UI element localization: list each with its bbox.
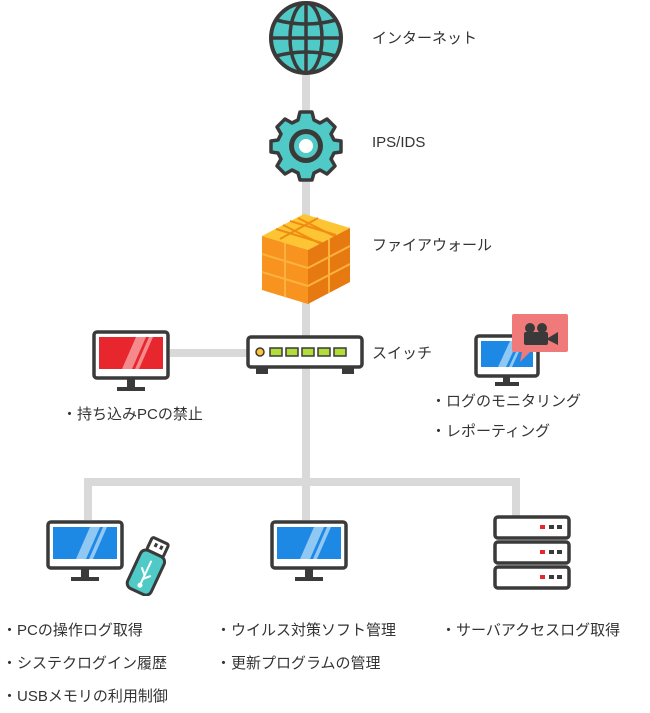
switch-label: スイッチ xyxy=(372,345,433,362)
monitoring-line-1: ・ログのモニタリング xyxy=(431,393,582,410)
monitor-icon xyxy=(270,520,348,581)
monitor-camera-icon xyxy=(474,314,568,386)
ips-label: IPS/IDS xyxy=(372,134,426,151)
endpoint1-line-2: ・システクログイン履歴 xyxy=(2,655,168,672)
monitor-usb-icon xyxy=(46,520,170,596)
network-switch-icon xyxy=(246,335,364,374)
blocked-pc-caption: ・持ち込みPCの禁止 xyxy=(62,406,203,423)
endpoint2-line-2: ・更新プログラムの管理 xyxy=(216,655,381,672)
endpoint1-line-3: ・USBメモリの利用制御 xyxy=(2,688,168,705)
firewall-bricks-icon xyxy=(261,214,351,304)
firewall-label: ファイアウォール xyxy=(372,237,493,254)
server-rack-icon xyxy=(493,515,571,590)
gear-icon xyxy=(269,110,343,182)
endpoint1-line-1: ・PCの操作ログ取得 xyxy=(2,622,143,639)
endpoint3-line-1: ・サーバアクセスログ取得 xyxy=(441,622,621,639)
internet-label: インターネット xyxy=(372,30,478,47)
endpoint2-line-1: ・ウイルス対策ソフト管理 xyxy=(216,622,397,639)
monitoring-line-2: ・レポーティング xyxy=(431,423,551,440)
globe-icon xyxy=(269,1,343,75)
monitor-red-icon xyxy=(92,330,170,391)
